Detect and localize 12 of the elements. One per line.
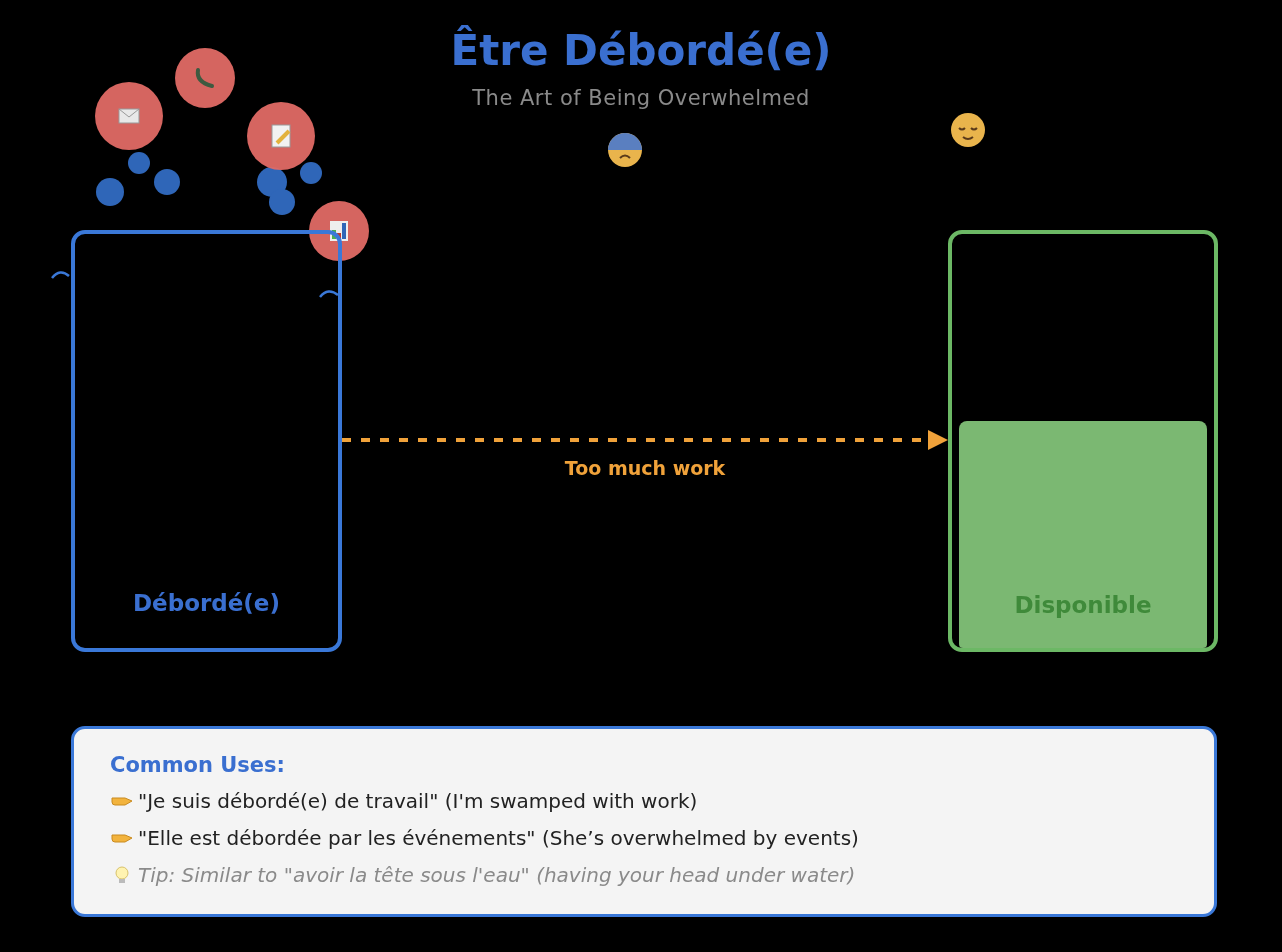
tip-text: Tip: Similar to "avoir la tête sous l'eau" (having your head under water) bbox=[138, 863, 856, 887]
usage-card bbox=[71, 726, 1217, 917]
subtitle: The Art of Being Overwhelmed bbox=[471, 86, 811, 110]
card-heading: Common Uses: bbox=[110, 753, 285, 777]
filled-container bbox=[948, 230, 1218, 652]
title: Être Débordé(e) bbox=[449, 26, 833, 75]
edge-label: Too much work bbox=[563, 457, 727, 479]
example-sentence: "Je suis débordé(e) de travail" (I'm swamped with work) bbox=[138, 789, 698, 813]
container-label: Disponible bbox=[1013, 592, 1153, 618]
overflowing-container bbox=[71, 230, 342, 652]
container-label: Débordé(e) bbox=[132, 590, 281, 616]
example-sentence: "Elle est débordée par les événements" (She’s overwhelmed by events) bbox=[138, 826, 859, 850]
